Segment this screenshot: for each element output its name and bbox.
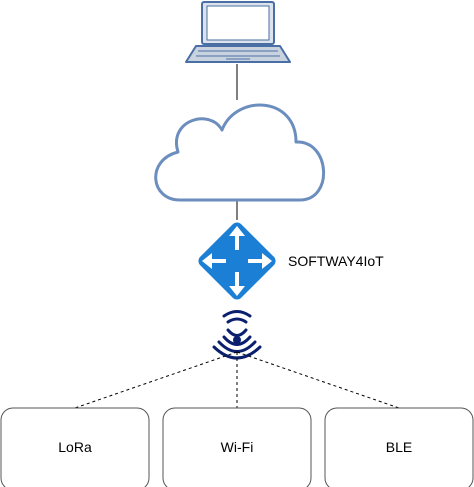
cloud-icon: [154, 103, 325, 202]
wireless-signal-icon: [212, 310, 262, 360]
router-icon: [198, 222, 276, 300]
tech-box-wifi: Wi-Fi: [162, 407, 312, 487]
tech-box-lora: LoRa: [0, 407, 150, 487]
radio-lora-connector: [74, 351, 238, 409]
tech-box-ble: BLE: [324, 407, 474, 487]
radio-ble-connector: [236, 351, 400, 409]
laptop-icon: [185, 1, 291, 63]
tech-box-lora-label: LoRa: [58, 439, 92, 455]
gateway-label: SOFTWAY4IoT: [288, 253, 384, 269]
tech-box-ble-label: BLE: [386, 439, 412, 455]
tech-box-wifi-label: Wi-Fi: [221, 439, 254, 455]
